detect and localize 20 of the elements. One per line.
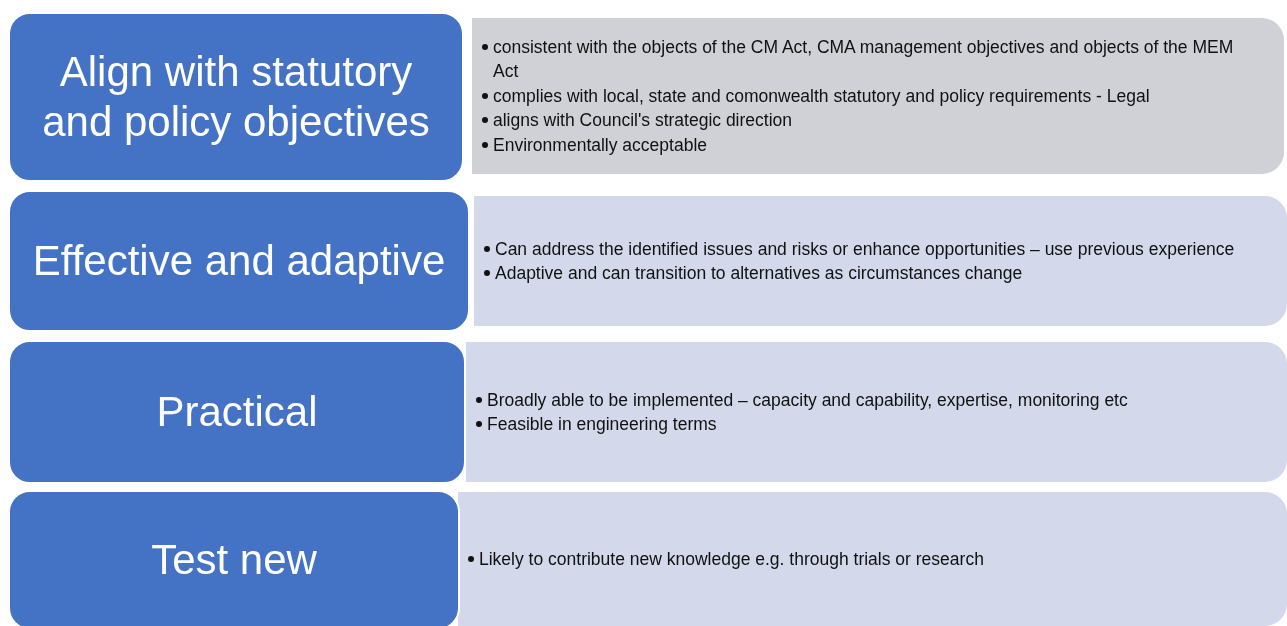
- bullet-text: complies with local, state and comonwealth statutory and policy requirements - Legal: [493, 84, 1150, 108]
- heading-box: [8, 490, 460, 626]
- bullet-text: Broadly able to be implemented – capacity and capability, expertise, monitoring etc: [487, 388, 1128, 412]
- heading-box: [8, 12, 464, 182]
- bullet-panel: [472, 18, 1284, 174]
- heading-box: [8, 340, 466, 484]
- heading-text: Align with statutory and policy objectives: [41, 46, 431, 147]
- bullet-text: Likely to contribute new knowledge e.g. through trials or research: [479, 547, 984, 571]
- heading-text: Practical: [156, 386, 318, 437]
- bullet-text: Feasible in engineering terms: [487, 413, 717, 436]
- bullet-text: Can address the identified issues and risks or enhance opportunities – use previous experience: [495, 237, 1235, 261]
- bullet-panel: [474, 196, 1287, 326]
- heading-text: Effective and adaptive: [32, 235, 446, 286]
- bullet-panel: [466, 342, 1287, 482]
- heading-box: [8, 190, 470, 332]
- heading-text: Test new: [151, 534, 317, 585]
- bullet-text: aligns with Council's strategic direction: [493, 109, 793, 133]
- bullet-panel: [458, 492, 1287, 626]
- bullet-text: Adaptive and can transition to alternatives as circumstances change: [495, 262, 1023, 285]
- bullet-text: Environmentally acceptable: [493, 133, 707, 157]
